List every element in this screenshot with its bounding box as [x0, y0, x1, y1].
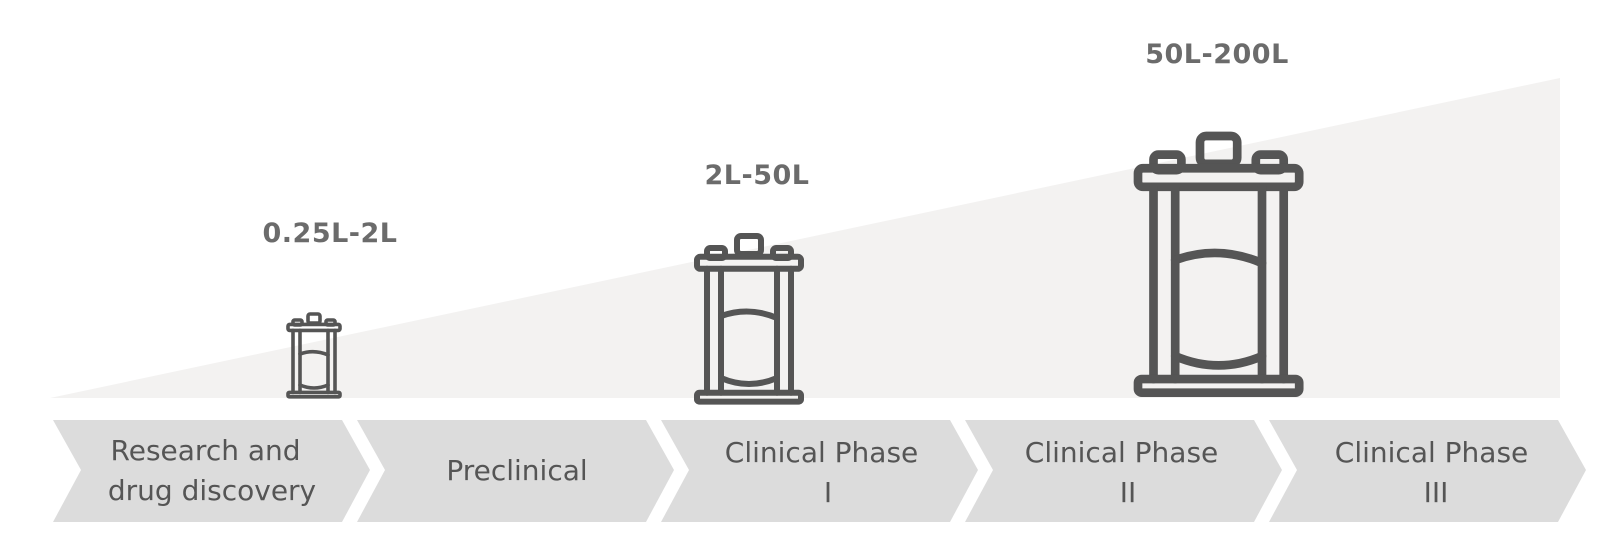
volume-label-small: 0.25L-2L [262, 218, 397, 249]
stage-label-preclinical: Preclinical [446, 454, 587, 487]
stage-chevron-phase-2 [965, 420, 1282, 522]
volume-label-large: 50L-200L [1145, 39, 1289, 70]
volume-label-medium: 2L-50L [705, 160, 810, 191]
bioreactor-icon [693, 232, 805, 405]
stage-label-phase-3: Clinical Phase III [1335, 436, 1537, 509]
bioreactor-icon [1133, 131, 1304, 398]
stage-label-phase-1: Clinical Phase I [725, 436, 927, 509]
bioreactor-icon [286, 312, 342, 399]
stage-chevron-research [53, 420, 370, 522]
stage-chevron-phase-3 [1269, 420, 1586, 522]
stage-label-phase-2: Clinical Phase II [1025, 436, 1227, 509]
stage-chevron-preclinical [357, 420, 674, 522]
stage-label-research: Research and drug discovery [108, 434, 316, 507]
stage-chevron-phase-1 [661, 420, 978, 522]
